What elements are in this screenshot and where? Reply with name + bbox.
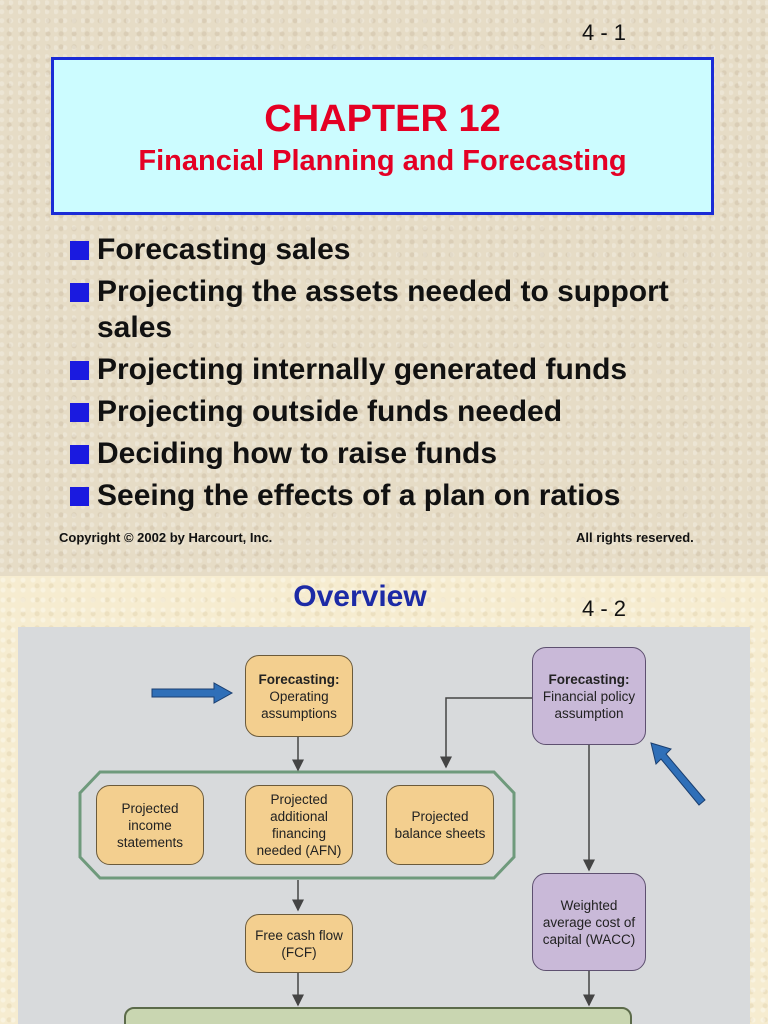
bullet-list: Forecasting sales Projecting the assets … [70,232,750,520]
bullet-text: Projecting the assets needed to support … [97,275,669,344]
bullet-square-icon [70,487,89,506]
rights-text: All rights reserved. [576,530,694,545]
bullet-text: Seeing the effects of a plan on ratios [97,479,621,512]
bullet-text: Deciding how to raise funds [97,437,498,470]
chapter-subtitle: Financial Planning and Forecasting [138,145,627,177]
bullet-item: Projecting internally generated funds [70,352,750,388]
node-wacc: Weighted average cost of capital (WACC) [532,873,646,971]
chapter-title: CHAPTER 12 [264,98,501,140]
pointer-arrow-diagonal-icon [650,742,706,806]
bullet-item: Projecting the assets needed to support … [70,274,750,346]
node-heading: Forecasting: [548,671,630,687]
node-projected-afn: Projected additional financing needed (A… [245,785,353,865]
pointer-arrow-right-icon [151,682,234,704]
node-text: Weighted average cost of capital (WACC) [542,897,636,947]
bullet-item: Deciding how to raise funds [70,436,750,472]
node-text: Projected balance sheets [394,809,486,841]
bullet-item: Forecasting sales [70,232,750,268]
bullet-square-icon [70,241,89,260]
node-heading: Forecasting: [258,671,340,687]
bullet-text: Forecasting sales [97,233,351,266]
bullet-text: Projecting outside funds needed [97,395,563,428]
bullet-square-icon [70,283,89,302]
node-financial-policy-assumption: Forecasting: Financial policy assumption [532,647,646,745]
connector-line [440,697,532,769]
node-projected-income-statements: Projected income statements [96,785,204,865]
copyright-text: Copyright © 2002 by Harcourt, Inc. [59,530,273,545]
title-box: CHAPTER 12 Financial Planning and Foreca… [51,57,714,215]
bullet-item: Seeing the effects of a plan on ratios [70,478,750,514]
projection-group-outline [78,770,516,880]
bullet-square-icon [70,403,89,422]
bullet-square-icon [70,445,89,464]
node-text: Projected income statements [116,800,184,850]
node-text: Financial policy assumption [542,688,636,721]
node-free-cash-flow: Free cash flow (FCF) [245,914,353,973]
slide-1: 4 - 1 CHAPTER 12 Financial Planning and … [0,0,768,576]
node-text: Operating assumptions [261,688,337,721]
node-projected-balance-sheets: Projected balance sheets [386,785,494,865]
node-text: Projected additional financing needed (A… [256,792,342,858]
diagram-connectors [78,682,706,1007]
bullet-item: Projecting outside funds needed [70,394,750,430]
slide-number: 4 - 1 [582,20,627,45]
valuation-bar [124,1007,632,1024]
bullet-text: Projecting internally generated funds [97,353,628,386]
bullet-square-icon [70,361,89,380]
overview-title: Overview [293,580,427,613]
node-operating-assumptions: Forecasting: Operating assumptions [245,655,353,737]
slide-number: 4 - 2 [582,596,627,621]
slide-2: Overview 4 - 2 [0,576,768,1024]
node-text: Free cash flow (FCF) [255,927,343,960]
overview-diagram: Forecasting: Operating assumptions Forec… [18,627,750,1024]
